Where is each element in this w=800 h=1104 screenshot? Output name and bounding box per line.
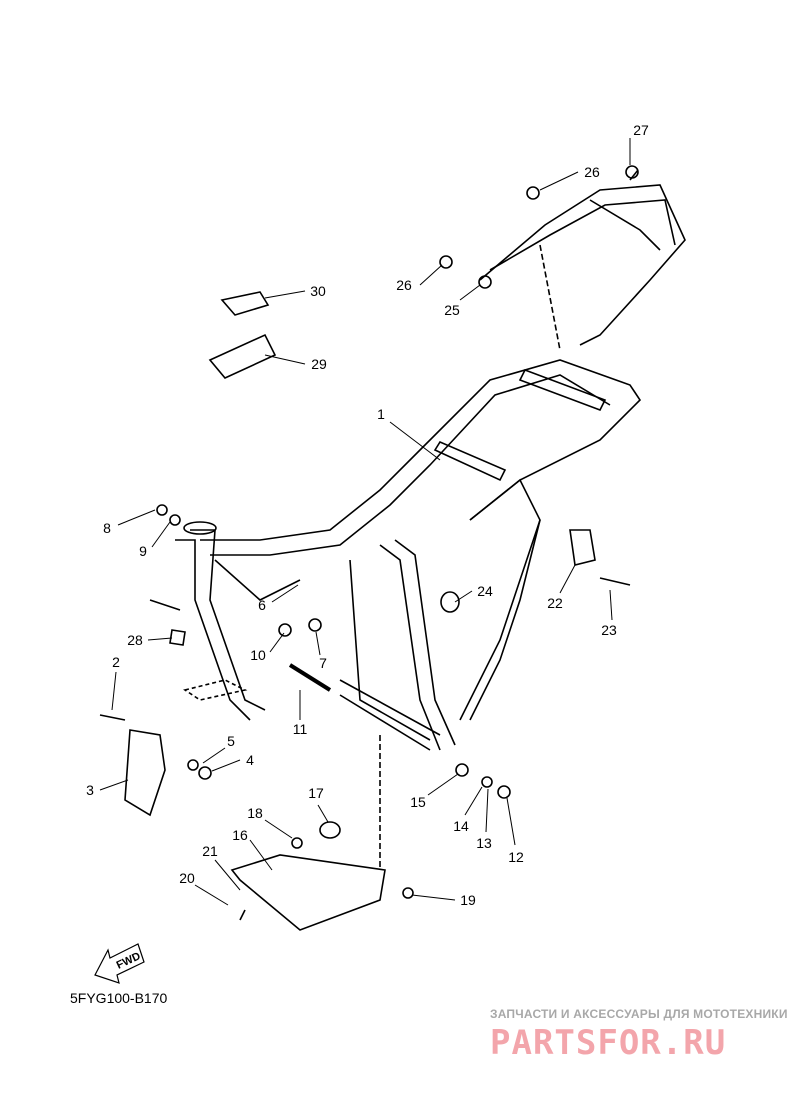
callout-6: 6: [258, 597, 266, 613]
callout-29: 29: [311, 356, 327, 372]
callout-15: 15: [410, 794, 426, 810]
callout-5: 5: [227, 733, 235, 749]
callout-24: 24: [477, 583, 493, 599]
watermark-logo: PARTSFOR.RU: [490, 1023, 727, 1063]
callout-20: 20: [179, 870, 195, 886]
callout-14: 14: [453, 818, 469, 834]
leader-lines: [99, 138, 631, 906]
callout-17: 17: [308, 785, 324, 801]
callout-21: 21: [202, 843, 218, 859]
callout-3: 3: [86, 782, 94, 798]
callout-22: 22: [547, 595, 563, 611]
callout-30: 30: [310, 283, 326, 299]
callout-23: 23: [601, 622, 617, 638]
callout-2: 2: [112, 654, 120, 670]
callout-28: 28: [127, 632, 143, 648]
callout-13: 13: [476, 835, 492, 851]
callout-8: 8: [103, 520, 111, 536]
rear-frame: [479, 169, 686, 346]
callout-1: 1: [377, 406, 385, 422]
callout-26-lower: 26: [396, 277, 412, 293]
callout-19: 19: [460, 892, 476, 908]
callout-10: 10: [250, 647, 266, 663]
main-frame: [149, 359, 642, 751]
callout-9: 9: [139, 543, 147, 559]
callout-25: 25: [444, 302, 460, 318]
callout-26-upper: 26: [584, 164, 600, 180]
callout-16: 16: [232, 827, 248, 843]
callout-27: 27: [633, 122, 649, 138]
callout-12: 12: [508, 849, 524, 865]
callout-7: 7: [319, 655, 327, 671]
parts: [99, 165, 639, 931]
callout-18: 18: [247, 805, 263, 821]
diagram-code: 5FYG100-B170: [70, 990, 168, 1006]
watermark-tagline: ЗАПЧАСТИ И АКСЕССУАРЫ ДЛЯ МОТОТЕХНИКИ: [490, 1007, 788, 1021]
callout-4: 4: [246, 752, 254, 768]
fwd-arrow: [94, 943, 145, 984]
callout-11: 11: [292, 721, 308, 737]
